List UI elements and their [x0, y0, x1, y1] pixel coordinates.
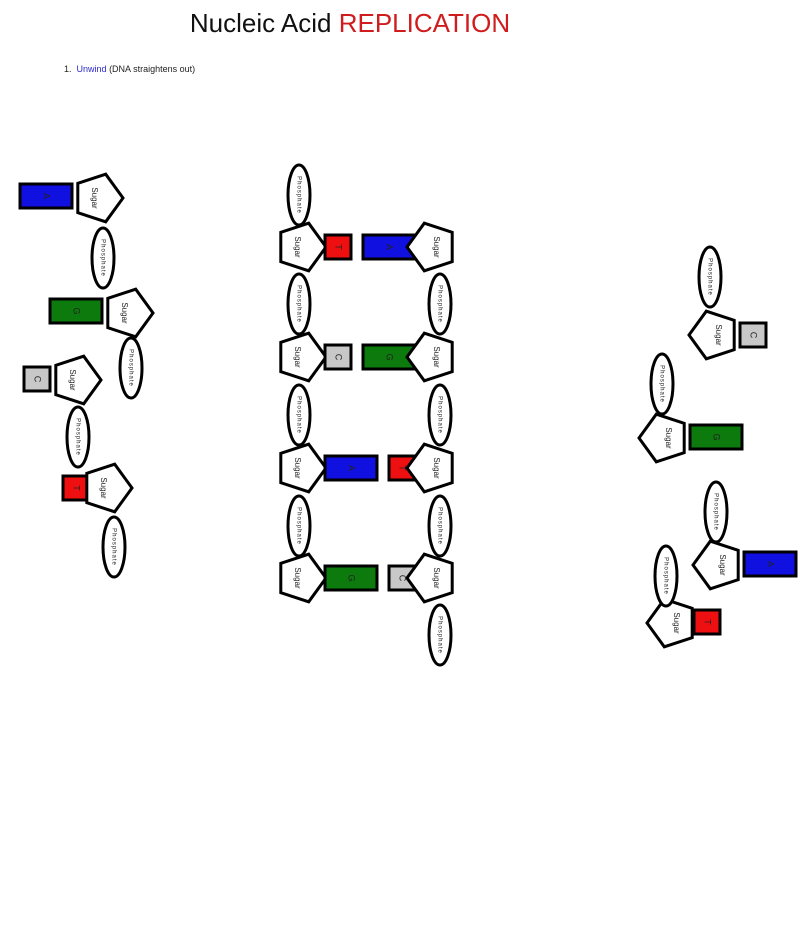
phosphate-label: Phosphate: [295, 285, 301, 323]
sugar-pentagon: [87, 464, 132, 512]
sugar-label: Sugar: [432, 236, 441, 258]
phosphate-label: Phosphate: [295, 396, 301, 434]
phosphate-label: Phosphate: [436, 616, 442, 654]
base-letter: G: [72, 307, 82, 314]
base-letter: A: [347, 465, 357, 471]
sugar-pentagon: [407, 333, 452, 381]
sugar-label: Sugar: [432, 457, 441, 479]
sugar-label: Sugar: [293, 457, 302, 479]
sugar-label: Sugar: [718, 554, 727, 576]
sugar-pentagon: [407, 223, 452, 271]
sugar-pentagon: [689, 311, 734, 359]
sugar-label: Sugar: [293, 346, 302, 368]
sugar-label: Sugar: [99, 477, 108, 499]
sugar-pentagon: [693, 541, 738, 589]
sugar-pentagon: [108, 289, 153, 337]
sugar-pentagon: [281, 333, 326, 381]
sugar-pentagon: [407, 554, 452, 602]
sugar-pentagon: [56, 356, 101, 404]
phosphate-label: Phosphate: [712, 493, 718, 531]
phosphate-label: Phosphate: [706, 258, 712, 296]
sugar-label: Sugar: [672, 612, 681, 634]
base-letter: A: [766, 561, 776, 567]
base-letter: T: [72, 485, 82, 491]
phosphate-label: Phosphate: [295, 507, 301, 545]
sugar-label: Sugar: [120, 302, 129, 324]
phosphate-label: Phosphate: [658, 365, 664, 403]
sugar-label: Sugar: [68, 369, 77, 391]
phosphate-label: Phosphate: [662, 557, 668, 595]
base-letter: T: [703, 619, 713, 625]
base-letter: A: [42, 193, 52, 199]
sugar-pentagon: [281, 444, 326, 492]
phosphate-label: Phosphate: [99, 239, 105, 277]
base-letter: G: [347, 574, 357, 581]
sugar-label: Sugar: [293, 236, 302, 258]
sugar-pentagon: [78, 174, 123, 222]
base-letter: G: [385, 353, 395, 360]
sugar-pentagon: [639, 414, 684, 462]
phosphate-label: Phosphate: [436, 285, 442, 323]
phosphate-label: Phosphate: [110, 528, 116, 566]
phosphate-label: Phosphate: [74, 418, 80, 456]
phosphate-label: Phosphate: [436, 396, 442, 434]
sugar-label: Sugar: [664, 427, 673, 449]
sugar-pentagon: [281, 223, 326, 271]
sugar-label: Sugar: [714, 324, 723, 346]
sugar-label: Sugar: [432, 346, 441, 368]
base-letter: C: [749, 332, 759, 339]
sugar-label: Sugar: [293, 567, 302, 589]
phosphate-label: Phosphate: [127, 349, 133, 387]
base-letter: A: [385, 244, 395, 250]
sugar-label: Sugar: [90, 187, 99, 209]
sugar-pentagon: [281, 554, 326, 602]
base-letter: T: [334, 244, 344, 250]
phosphate-label: Phosphate: [436, 507, 442, 545]
sugar-label: Sugar: [432, 567, 441, 589]
base-letter: C: [334, 354, 344, 361]
phosphate-label: Phosphate: [295, 176, 301, 214]
base-letter: G: [712, 433, 722, 440]
sugar-pentagon: [407, 444, 452, 492]
base-letter: C: [33, 376, 43, 383]
